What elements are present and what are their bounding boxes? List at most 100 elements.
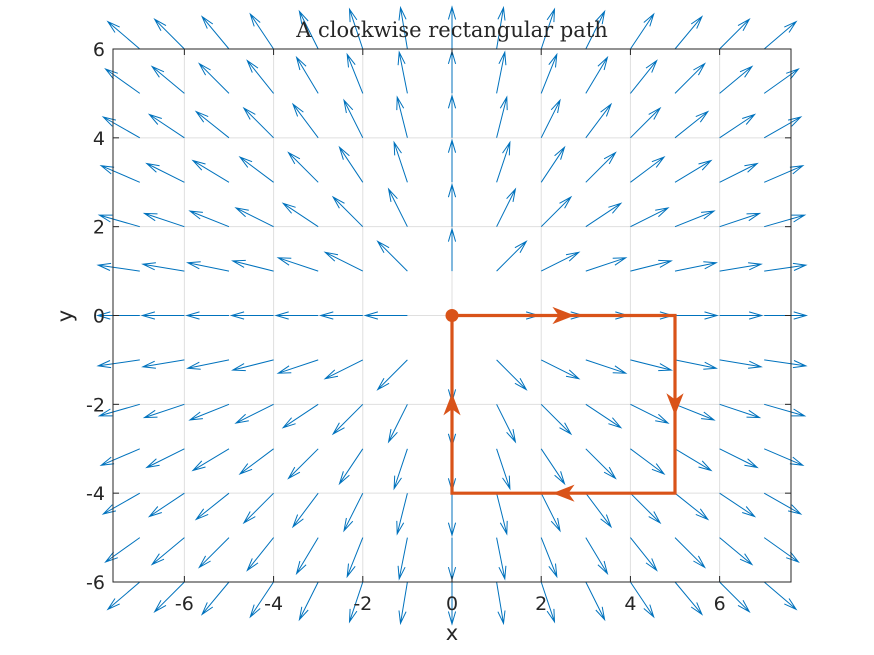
field-arrow <box>238 156 274 183</box>
x-tick-label: 0 <box>446 593 458 615</box>
field-arrow <box>585 9 606 50</box>
field-arrow <box>281 403 319 429</box>
field-arrow <box>145 448 185 469</box>
field-arrow <box>447 5 457 49</box>
field-arrow <box>763 492 803 515</box>
field-arrow <box>764 403 807 417</box>
field-arrow <box>630 448 666 475</box>
field-arrow <box>140 311 185 320</box>
field-arrow <box>200 15 230 50</box>
field-arrow <box>346 52 364 94</box>
field-arrow <box>496 581 506 626</box>
field-arrow <box>585 151 617 183</box>
path-direction-arrow <box>552 306 575 325</box>
field-arrow <box>398 5 408 50</box>
field-arrow <box>540 7 556 50</box>
field-arrow <box>630 207 670 228</box>
x-tick-label: -2 <box>353 593 372 615</box>
field-arrow <box>540 448 566 486</box>
field-arrow <box>101 116 141 139</box>
field-arrow <box>674 62 706 94</box>
field-arrow <box>298 9 319 50</box>
x-tick-label: 6 <box>714 593 726 615</box>
field-arrow <box>719 162 759 183</box>
field-arrow <box>298 581 319 622</box>
field-arrow <box>376 240 408 272</box>
field-arrow <box>719 262 763 272</box>
field-arrow <box>447 582 457 626</box>
field-arrow <box>763 20 798 50</box>
field-arrow <box>496 404 517 444</box>
field-arrow <box>398 581 408 626</box>
y-tick-label: -4 <box>86 483 105 505</box>
field-arrow <box>540 359 581 380</box>
field-arrow <box>764 262 808 272</box>
field-arrow <box>675 311 719 320</box>
field-arrow <box>719 403 762 419</box>
field-arrow <box>141 359 185 369</box>
field-arrow <box>630 403 670 424</box>
field-arrow <box>249 581 275 619</box>
field-arrow <box>99 448 140 467</box>
field-arrow <box>719 18 751 50</box>
field-arrow <box>763 67 800 94</box>
x-axis-label: x <box>446 621 458 645</box>
field-arrow <box>153 18 185 50</box>
field-arrow <box>674 537 706 569</box>
field-arrow <box>242 492 274 525</box>
field-arrow <box>540 581 556 624</box>
field-arrow <box>540 537 558 579</box>
field-arrow <box>147 492 185 518</box>
field-arrow <box>629 581 655 619</box>
field-arrow <box>106 20 141 50</box>
field-arrow <box>447 493 457 538</box>
field-arrow <box>496 95 508 138</box>
field-arrow <box>447 182 457 227</box>
field-arrow <box>96 359 140 369</box>
rectangular-path <box>443 306 684 502</box>
x-tick-label: 2 <box>535 593 547 615</box>
field-arrow <box>331 195 364 228</box>
field-arrow <box>186 359 230 370</box>
path-direction-arrow <box>552 484 575 502</box>
field-arrow <box>191 448 230 472</box>
field-arrow <box>246 537 274 572</box>
field-arrow <box>674 359 718 370</box>
path-direction-arrow <box>443 393 461 416</box>
field-arrow <box>764 164 805 183</box>
y-tick-label: 4 <box>93 128 105 150</box>
field-arrow <box>242 106 274 139</box>
path-line <box>450 313 677 495</box>
field-arrow <box>291 102 319 139</box>
field-arrow <box>291 492 319 529</box>
field-arrow <box>674 581 704 616</box>
field-arrow <box>764 214 807 228</box>
field-arrow <box>585 359 628 374</box>
field-arrow <box>231 359 274 372</box>
field-arrow <box>346 537 364 579</box>
field-arrow <box>540 251 581 272</box>
field-arrow <box>198 62 230 94</box>
field-arrow <box>185 311 229 320</box>
field-arrow <box>540 403 573 436</box>
field-arrow <box>496 140 511 183</box>
field-arrow <box>674 261 718 272</box>
field-arrow <box>323 359 364 380</box>
field-arrow <box>323 251 364 272</box>
y-tick-label: -6 <box>86 572 105 594</box>
field-arrow <box>674 448 713 472</box>
field-arrow <box>393 140 408 183</box>
field-arrow <box>106 581 141 611</box>
field-arrow <box>287 448 319 480</box>
field-arrow <box>630 537 658 572</box>
field-arrow <box>396 95 408 138</box>
field-arrow <box>363 311 408 320</box>
field-arrow <box>194 110 230 139</box>
field-arrow <box>99 164 140 183</box>
field-arrow <box>229 311 274 320</box>
field-arrow <box>540 52 558 94</box>
field-arrow <box>147 113 185 139</box>
field-arrow <box>287 151 319 183</box>
field-arrow <box>540 145 566 183</box>
field-arrow <box>630 492 662 525</box>
